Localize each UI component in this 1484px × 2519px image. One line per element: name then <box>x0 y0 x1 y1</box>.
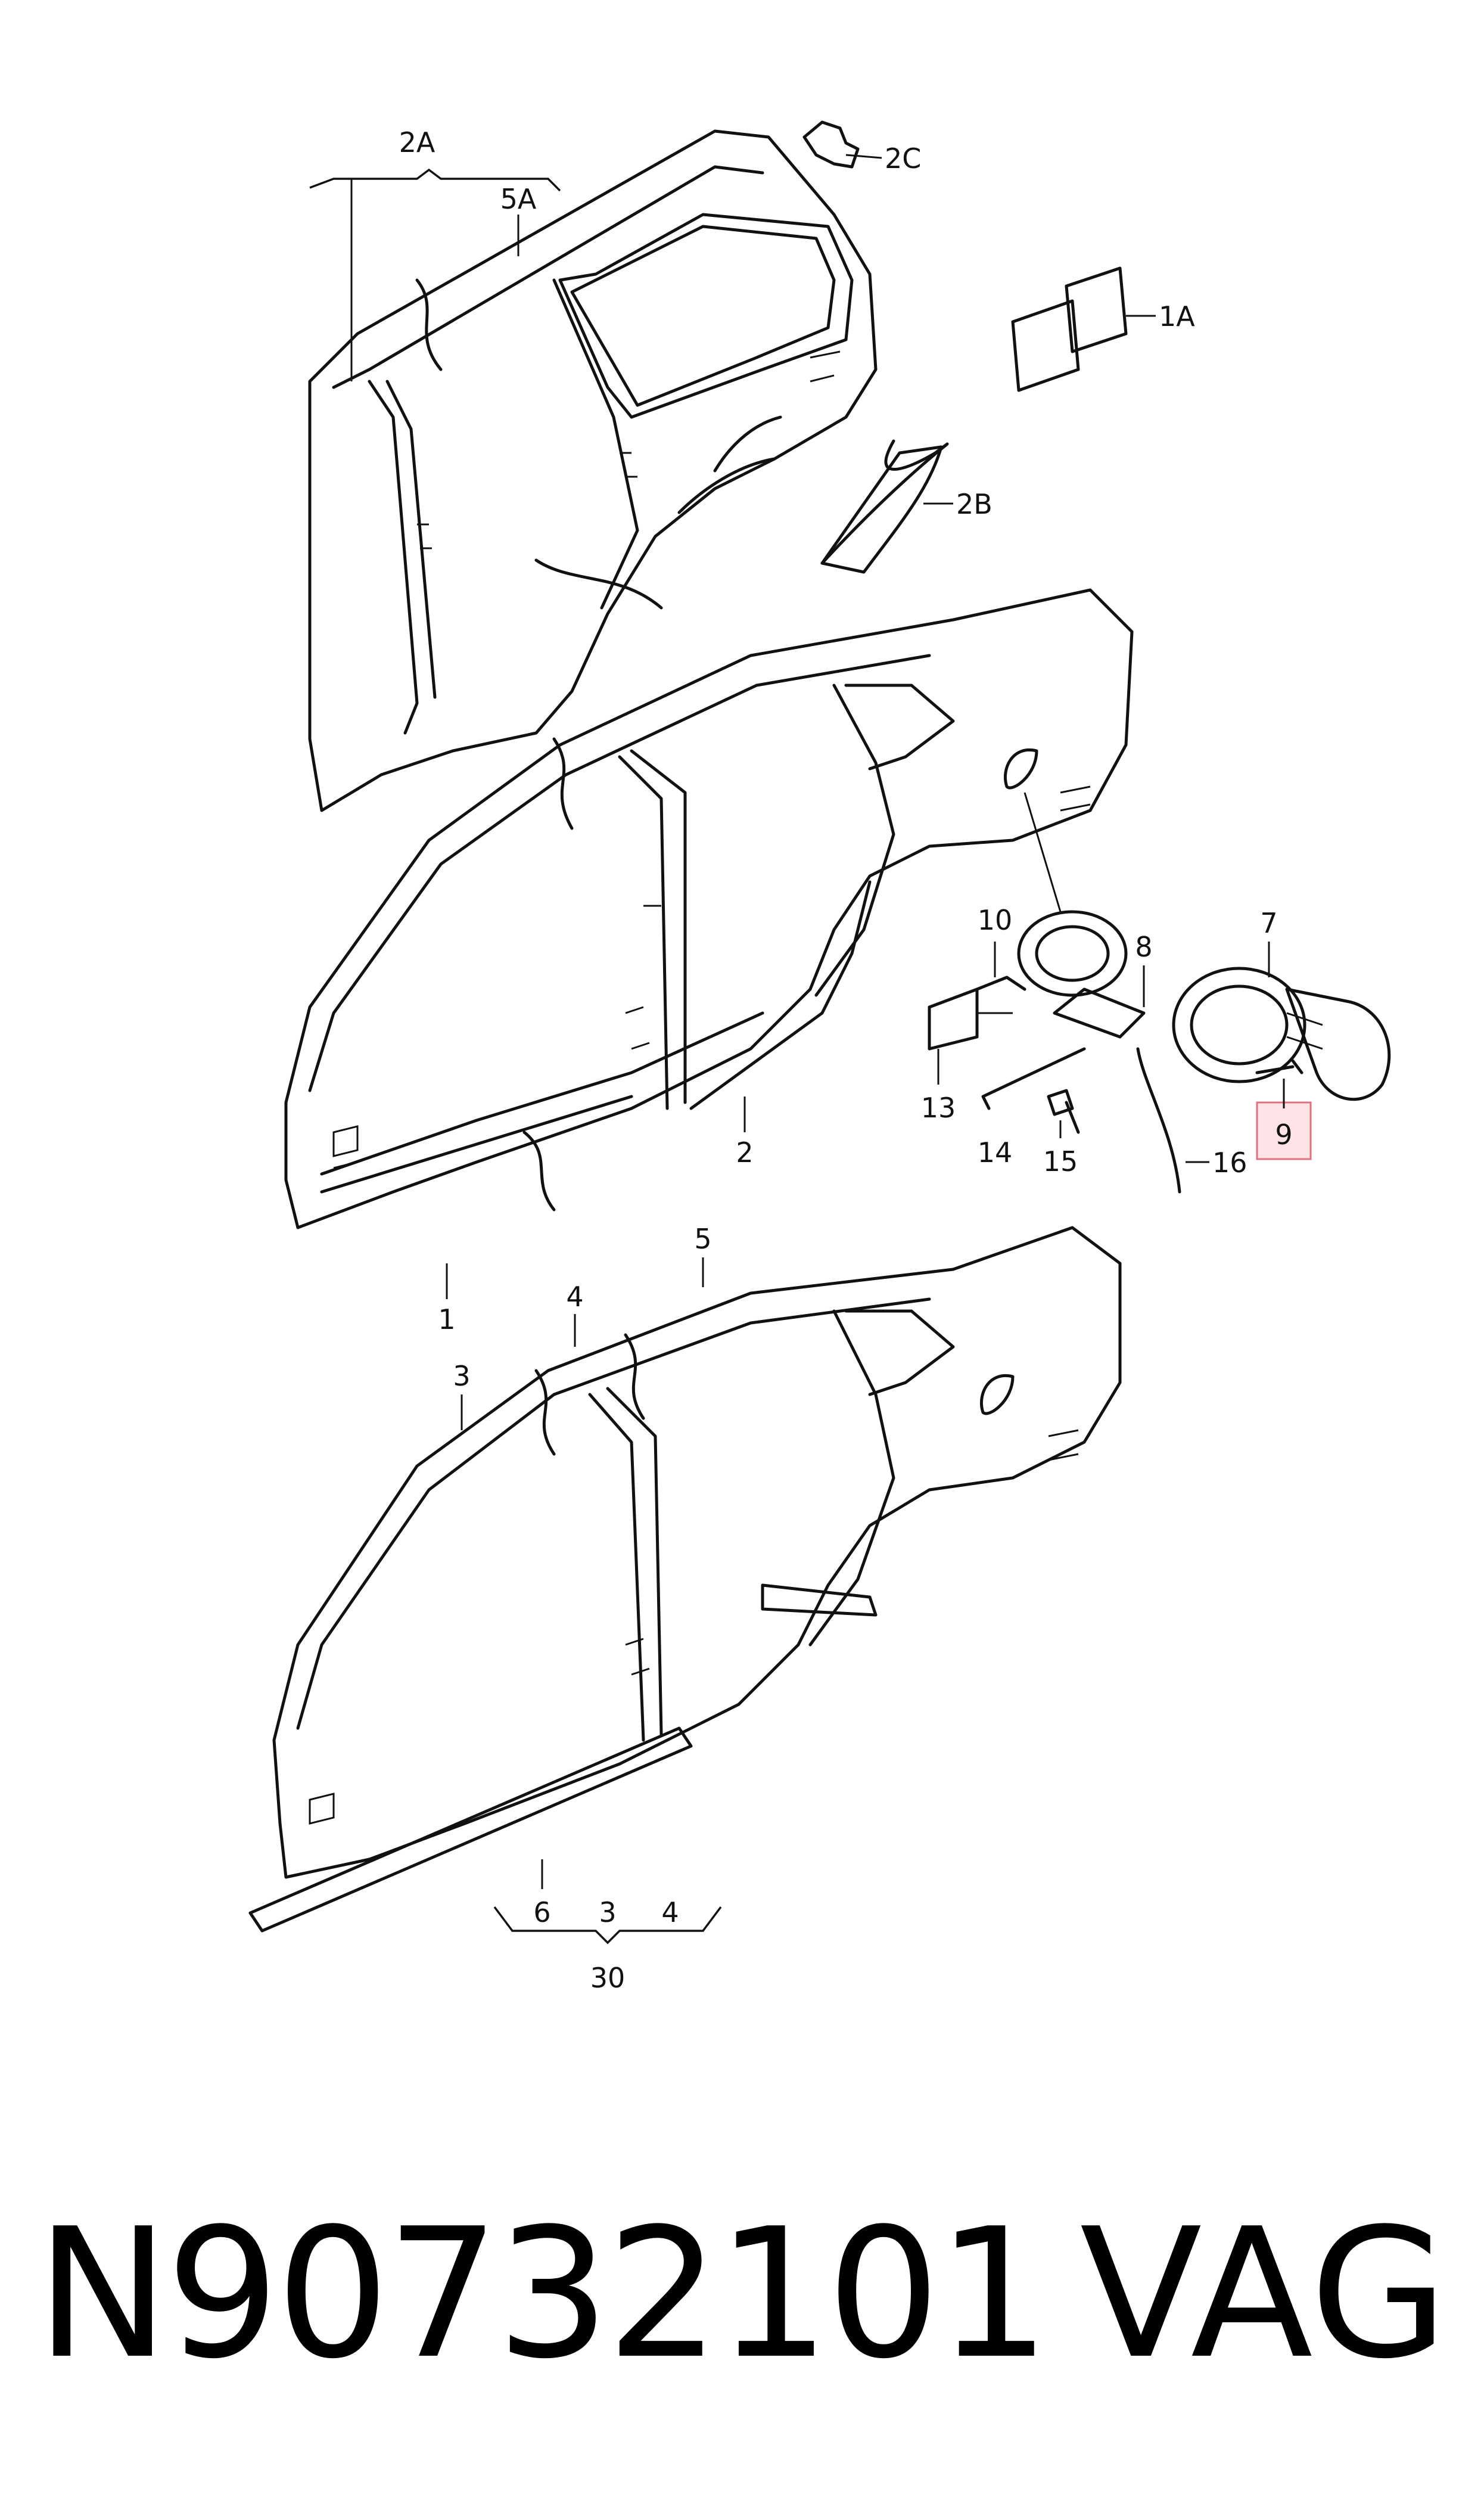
callout-2B: 2B <box>956 488 993 520</box>
callout-3: 3 <box>453 1360 470 1392</box>
callout-6: 6 <box>533 1896 550 1928</box>
fuel-flap-lid <box>1285 987 1391 1101</box>
callout-5A-group: 5A <box>500 183 537 256</box>
callout-1: 1 <box>438 1303 455 1335</box>
callout-3-group: 3 <box>453 1360 471 1430</box>
callout-1A: 1A <box>1159 300 1195 333</box>
callout-16-group: 16 <box>1186 1147 1247 1179</box>
fuel-flap-assembly <box>928 910 1391 1194</box>
screw-15 <box>1047 1089 1080 1134</box>
callout-2C: 2C <box>885 142 921 175</box>
latch-rod-8 <box>1053 987 1146 1039</box>
callout-15: 15 <box>1043 1145 1078 1178</box>
callout-13: 13 <box>921 1092 956 1124</box>
callout-15-group: 15 <box>1043 1120 1078 1178</box>
callout-30-group: 3 4 30 <box>493 1896 722 1994</box>
highlight-box-9 <box>1256 1101 1312 1160</box>
callout-7-group: 7 <box>1260 907 1278 977</box>
callout-30: 30 <box>590 1962 626 1994</box>
callout-10: 10 <box>978 904 1013 936</box>
callout-5-group: 5 <box>694 1223 712 1287</box>
callout-6-group: 6 <box>533 1859 551 1928</box>
callout-8: 8 <box>1135 931 1152 963</box>
callout-4: 4 <box>566 1281 583 1313</box>
callout-5A: 5A <box>500 183 537 215</box>
callout-9: 9 <box>1275 1119 1292 1151</box>
callout-2: 2 <box>736 1136 753 1169</box>
fuel-flap-housing-7 <box>1172 967 1306 1083</box>
callout-1-group: 1 <box>438 1263 456 1335</box>
callout-2-group: 2 <box>736 1097 754 1169</box>
strip-2B: 2B <box>820 439 993 574</box>
footer: N90732101 VAG <box>0 2205 1484 2443</box>
drain-hose-16 <box>1136 1047 1181 1194</box>
parts-diagram: 2A 5A 2C 1A 2B <box>248 120 1391 1994</box>
callout-4-bottom: 4 <box>661 1896 679 1928</box>
part-number: N90732101 <box>36 2190 1050 2398</box>
plate-1A: 1A <box>1011 266 1195 392</box>
brand-label: VAG <box>1079 2190 1448 2398</box>
housing-ring-10 <box>1017 910 1128 997</box>
callout-10-group: 10 <box>978 904 1013 977</box>
callout-8-group: 8 <box>1135 931 1153 1007</box>
callout-14-group: 14 <box>978 1136 1013 1169</box>
saloon-side-panel <box>284 588 1134 1229</box>
callout-13-group: 13 <box>921 1049 956 1124</box>
outer-side-panel <box>248 1226 1122 1933</box>
callout-2A-group: 2A <box>309 126 561 381</box>
callout-2A: 2A <box>399 126 435 159</box>
rod-14 <box>981 1047 1086 1110</box>
callout-5: 5 <box>694 1223 711 1255</box>
callout-9-group: 9 <box>1256 1079 1312 1160</box>
actuator-13 <box>928 987 979 1051</box>
callout-14: 14 <box>978 1136 1013 1169</box>
callout-3-bottom: 3 <box>599 1896 616 1928</box>
callout-4-group: 4 <box>566 1281 584 1347</box>
estate-side-panel <box>308 129 878 812</box>
callout-16: 16 <box>1212 1147 1247 1179</box>
clip-2C: 2C <box>802 120 921 175</box>
callout-7: 7 <box>1260 907 1277 939</box>
screw-9 <box>1255 1059 1303 1074</box>
